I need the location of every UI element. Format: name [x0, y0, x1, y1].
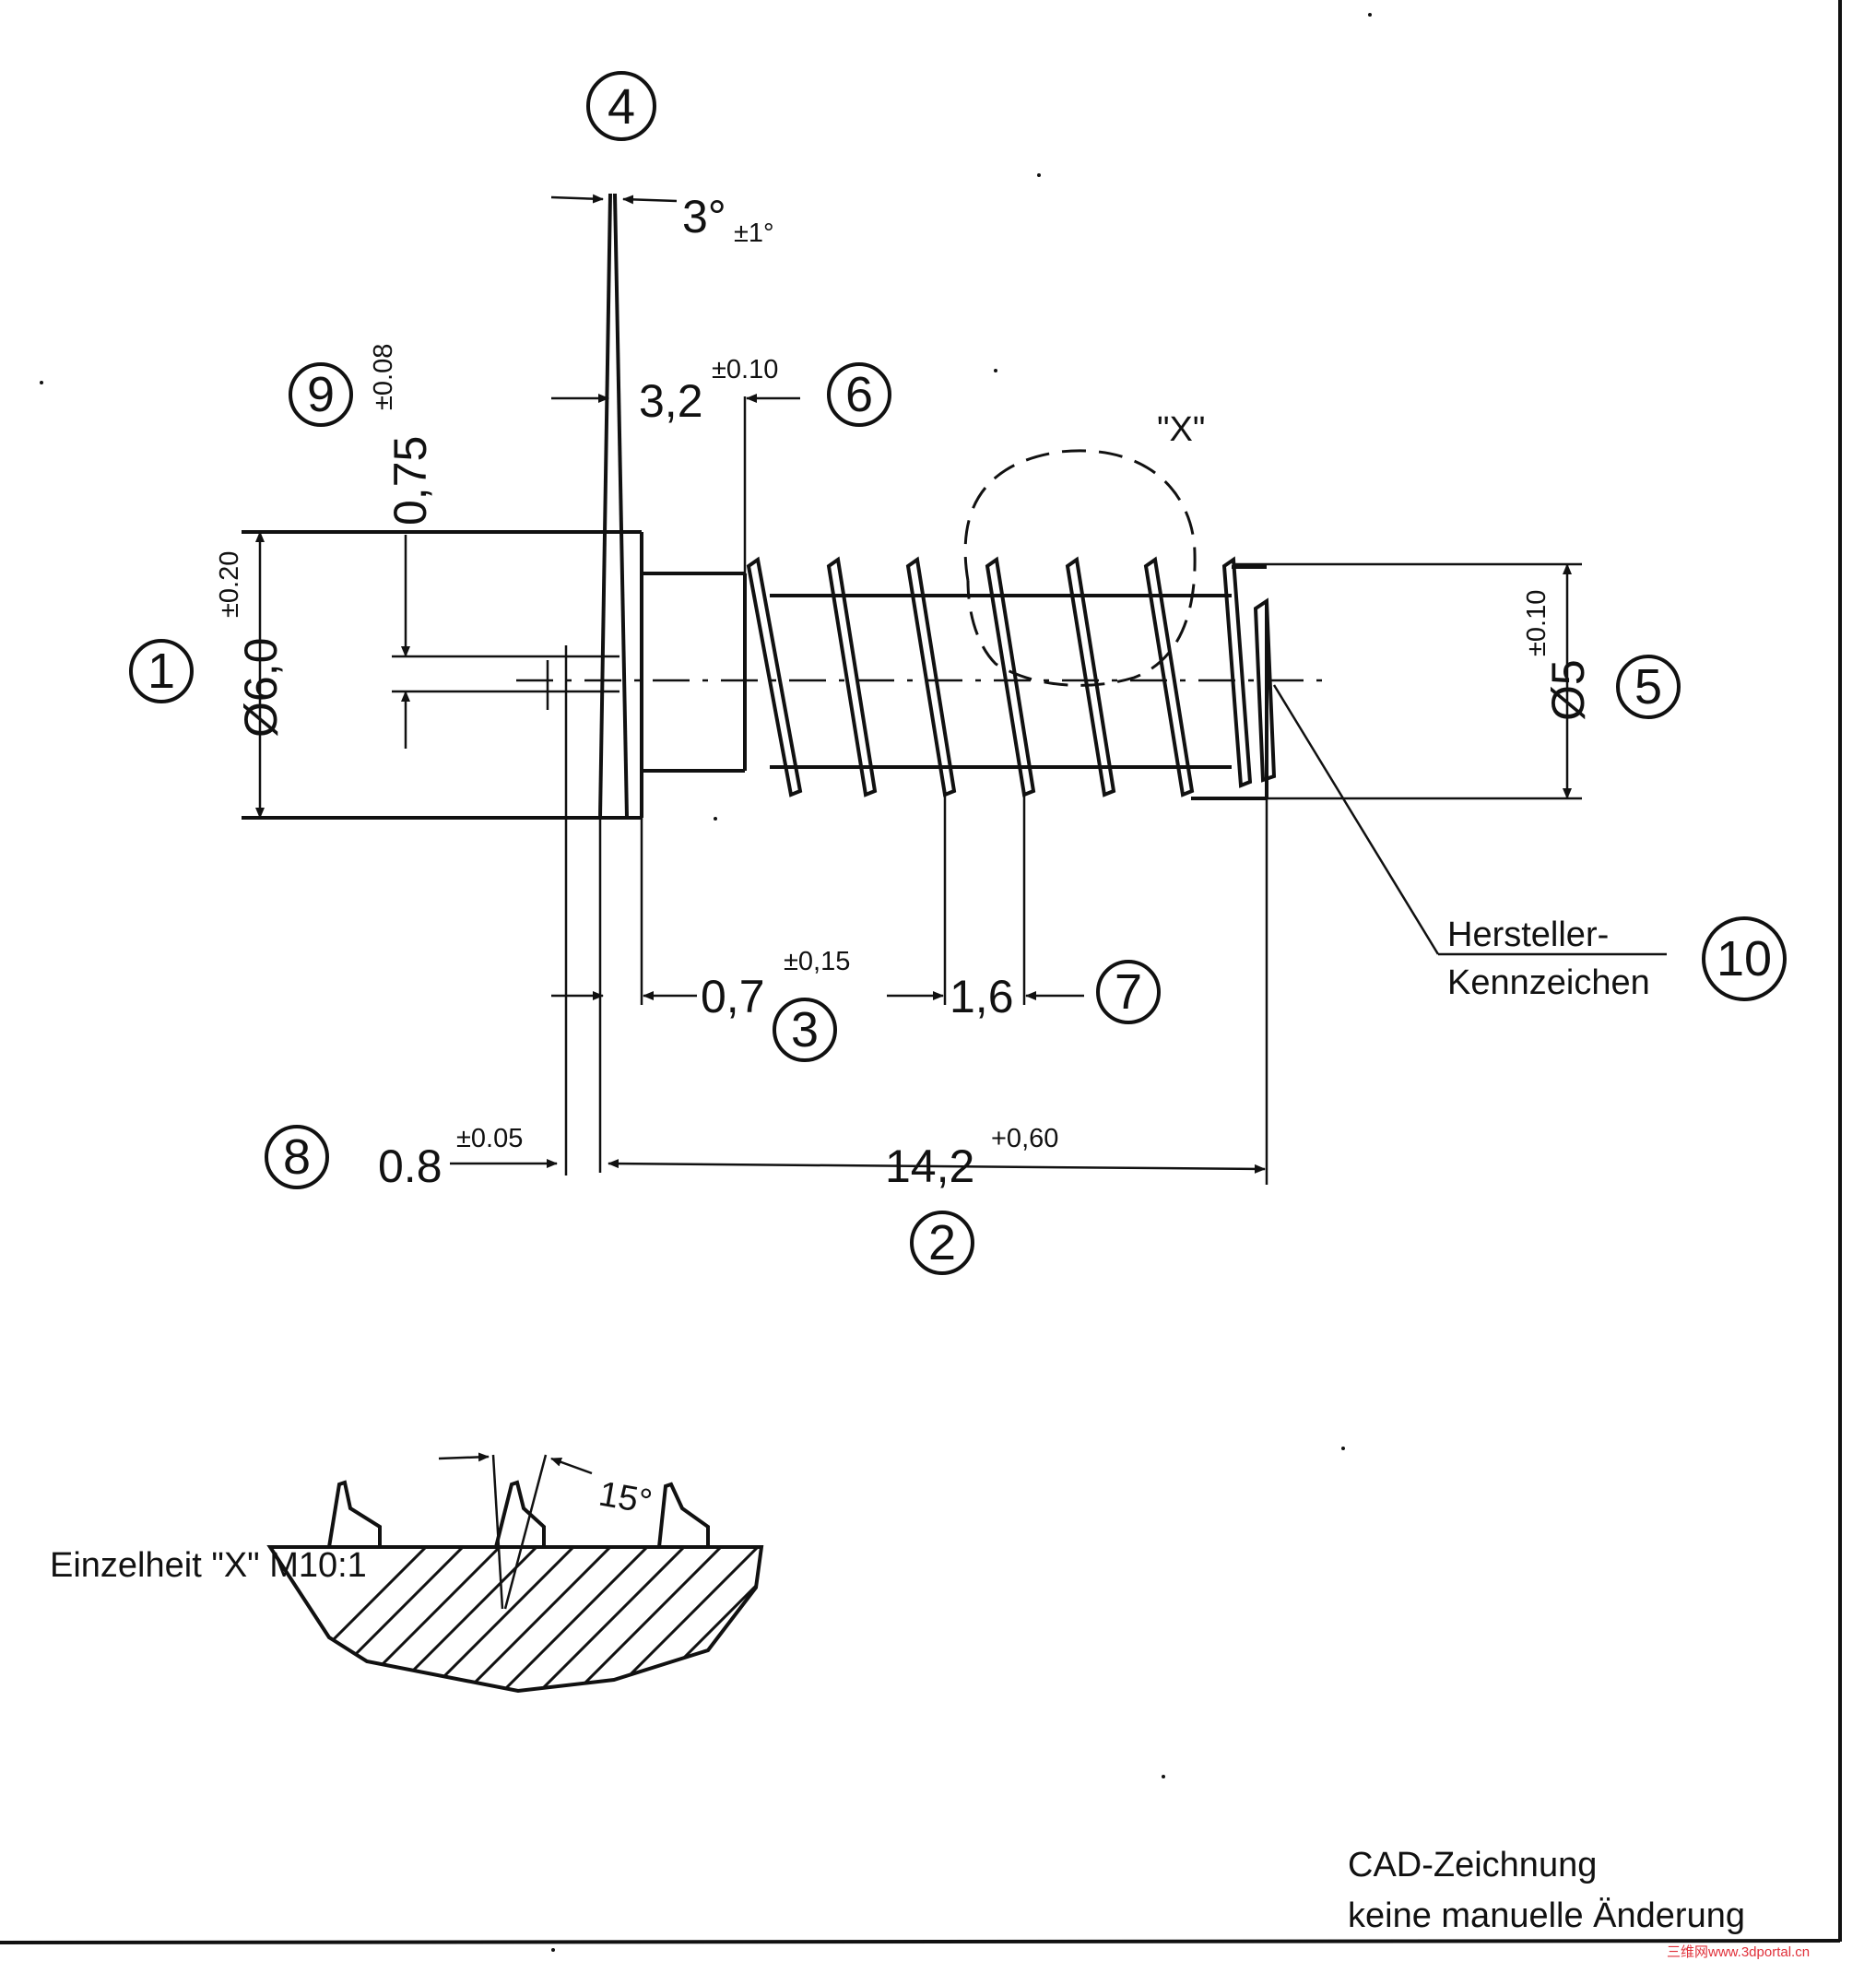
balloon-4: 4 [586, 71, 656, 141]
section-hatch [270, 1547, 761, 1691]
dim-angle-3: 3° ±1° [550, 191, 774, 248]
dim-142: 14,2 +0,60 [608, 798, 1268, 1192]
dim-07: 0,7 ±0,15 [551, 818, 850, 1022]
balloon-6: 6 [827, 362, 891, 427]
svg-text:7: 7 [1115, 964, 1142, 1020]
dim-142-text: 14,2 [885, 1140, 974, 1192]
watermark-text: 三维网www.3dportal.cn [1667, 1944, 1810, 1960]
dim-16-text: 1,6 [950, 971, 1014, 1022]
dim-dia5-text: Ø5 [1542, 659, 1594, 721]
svg-text:2: 2 [928, 1215, 956, 1270]
dim-16: 1,6 [887, 795, 1084, 1022]
dim-08-tol: ±0.05 [456, 1124, 523, 1153]
sheet-border [0, 0, 1842, 1944]
balloon-2: 2 [910, 1211, 974, 1275]
balloon-9: 9 [289, 362, 353, 427]
dim-075-text: 0,75 [384, 436, 436, 526]
svg-text:8: 8 [283, 1129, 311, 1185]
balloon-10: 10 [1702, 916, 1787, 1001]
screw-body [242, 193, 1327, 1175]
detail-title: Einzelheit "X" M10:1 [50, 1546, 367, 1585]
detail-angle-text: 15° [596, 1475, 655, 1522]
dim-07-tol: ±0,15 [784, 947, 850, 976]
dim-angle3-text: 3° [682, 191, 726, 242]
balloon-3: 3 [773, 998, 837, 1062]
manufacturer-line2: Kennzeichen [1447, 963, 1650, 1002]
dim-dia6-tol: ±0.20 [215, 551, 244, 618]
svg-text:9: 9 [307, 367, 335, 422]
balloon-1: 1 [129, 639, 194, 703]
dim-08-text: 0.8 [378, 1140, 442, 1192]
balloon-7: 7 [1096, 960, 1161, 1024]
dim-dia5-tol: ±0.10 [1522, 590, 1552, 656]
detail-ref-label: "X" [1157, 410, 1205, 449]
manufacturer-line1: Hersteller- [1447, 916, 1609, 954]
svg-text:10: 10 [1717, 931, 1772, 986]
dim-07-text: 0,7 [701, 971, 765, 1022]
dim-dia6: Ø6,0 ±0.20 [215, 531, 287, 819]
manufacturer-mark: Hersteller- Kennzeichen [1272, 684, 1667, 1002]
svg-text:3: 3 [791, 1002, 819, 1057]
detail-x-circle [963, 449, 1197, 687]
dim-dia6-text: Ø6,0 [235, 638, 287, 738]
dim-075-tol: ±0.08 [369, 344, 398, 410]
dim-angle3-tol: ±1° [734, 219, 774, 248]
svg-text:1: 1 [147, 644, 175, 699]
svg-text:4: 4 [608, 79, 635, 135]
footer-note-line1: CAD-Zeichnung [1348, 1846, 1597, 1884]
dim-32-text: 3,2 [639, 375, 703, 427]
dim-32-tol: ±0.10 [712, 355, 778, 384]
dim-08: 0.8 ±0.05 [378, 818, 602, 1192]
dim-32: 3,2 ±0.10 [551, 355, 800, 573]
balloon-8: 8 [265, 1125, 329, 1189]
thread-crests [746, 556, 1277, 797]
svg-text:6: 6 [845, 367, 873, 422]
scan-specks [40, 13, 1372, 1952]
balloon-5: 5 [1616, 655, 1681, 719]
dim-142-tol: +0,60 [991, 1124, 1058, 1153]
svg-text:5: 5 [1634, 659, 1662, 715]
detail-x-view: Einzelheit "X" M10:1 15° [50, 1452, 764, 1694]
footer-note-line2: keine manuelle Änderung [1348, 1896, 1745, 1935]
dim-dia5: Ø5 ±0.10 [1195, 562, 1594, 800]
dim-075: 0,75 ±0.08 [369, 344, 436, 749]
